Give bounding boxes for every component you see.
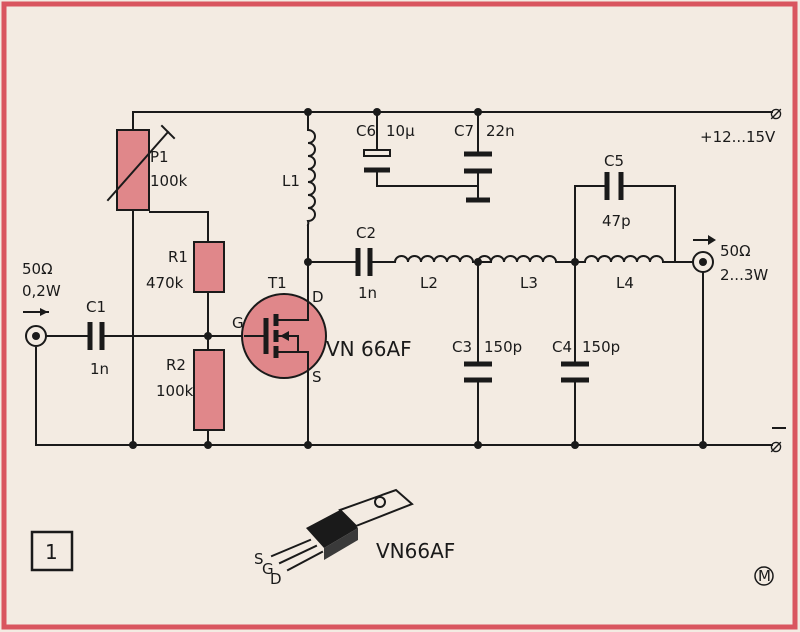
inductor-l1: L1 — [282, 128, 316, 227]
source-pin-label: S — [312, 368, 322, 386]
inductor-l4: L4 — [574, 255, 676, 292]
p1-value: 100k — [150, 172, 188, 190]
c6-value: 10µ — [386, 122, 415, 140]
l1-name: L1 — [282, 172, 300, 190]
c5-name: C5 — [604, 152, 624, 170]
package-pin-s: S — [254, 550, 264, 568]
potentiometer-p1: P1 100k — [106, 124, 188, 211]
c1-name: C1 — [86, 298, 106, 316]
capacitor-c7: C7 22n — [454, 122, 515, 174]
figure-number: 1 — [45, 540, 58, 564]
capacitor-c1: C1 1n — [86, 298, 109, 378]
transistor-package-drawing: S G D VN66AF — [254, 488, 455, 588]
c6-name: C6 — [356, 122, 376, 140]
capacitor-c3: C3 150p — [452, 338, 522, 383]
c1-value: 1n — [90, 360, 109, 378]
package-pin-g: G — [262, 560, 274, 578]
resistor-r1: R1 470k — [146, 241, 225, 293]
transistor-type-label: VN 66AF — [326, 337, 412, 361]
c7-name: C7 — [454, 122, 474, 140]
l4-name: L4 — [616, 274, 634, 292]
maker-mark: M — [754, 566, 774, 586]
package-pin-d: D — [270, 570, 282, 588]
c7-value: 22n — [486, 122, 515, 140]
resistor-r2: R2 100k — [156, 349, 225, 431]
c4-value: 150p — [582, 338, 620, 356]
capacitor-c6: C6 10µ — [356, 122, 415, 173]
gate-pin-label: G — [232, 314, 244, 332]
r2-name: R2 — [166, 356, 186, 374]
c2-name: C2 — [356, 224, 376, 242]
input-impedance: 50Ω — [22, 260, 53, 278]
output-impedance: 50Ω — [720, 242, 751, 260]
maker-mark-letter: M — [758, 567, 771, 585]
junction-dots — [129, 108, 707, 449]
c3-value: 150p — [484, 338, 522, 356]
transistor-t1: T1 G D S VN 66AF — [232, 274, 412, 386]
supply-voltage: +12...15V — [700, 128, 776, 146]
c5-value: 47p — [602, 212, 631, 230]
supply-terminal-symbol: ⌀ — [770, 100, 782, 124]
c4-name: C4 — [552, 338, 572, 356]
capacitor-c5: C5 47p — [602, 152, 631, 230]
package-type-label: VN66AF — [376, 539, 455, 563]
supply-terminal: ⌀ +12...15V — [700, 100, 782, 146]
inductor-l3: L3 — [476, 255, 576, 292]
output-power: 2...3W — [720, 266, 768, 284]
figure-number-box: 1 — [30, 530, 74, 572]
r1-name: R1 — [168, 248, 188, 266]
r2-value: 100k — [156, 382, 194, 400]
c2-value: 1n — [358, 284, 377, 302]
l2-name: L2 — [420, 274, 438, 292]
p1-name: P1 — [150, 148, 169, 166]
c3-name: C3 — [452, 338, 472, 356]
capacitor-c4: C4 150p — [552, 338, 620, 383]
inductor-l2: L2 — [393, 255, 492, 292]
input-power: 0,2W — [22, 282, 61, 300]
drain-pin-label: D — [312, 288, 324, 306]
capacitor-c2: C2 1n — [355, 224, 377, 302]
ground-terminal: ⌀ — [770, 427, 786, 457]
output-connector: 50Ω 2...3W — [692, 235, 768, 284]
l3-name: L3 — [520, 274, 538, 292]
input-connector: 50Ω 0,2W — [22, 260, 61, 347]
ground-terminal-symbol: ⌀ — [770, 433, 782, 457]
t1-name: T1 — [267, 274, 287, 292]
r1-value: 470k — [146, 274, 184, 292]
